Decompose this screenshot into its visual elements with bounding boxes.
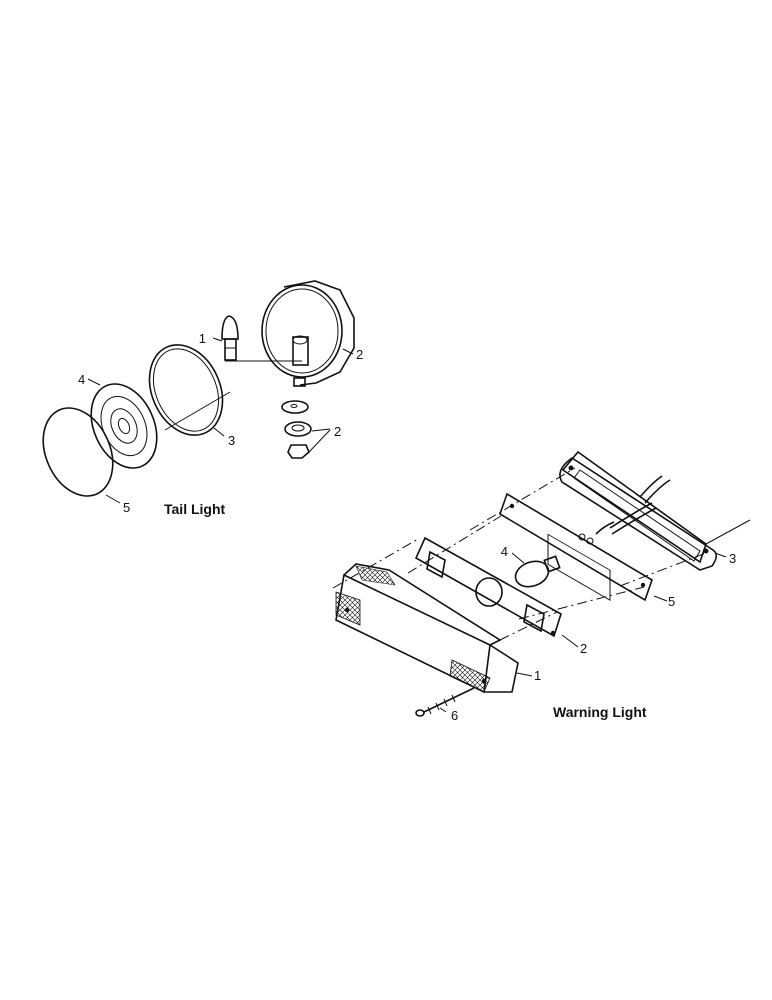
warning-callout-gasket: 2 [580,641,587,656]
warning-light-gasket [414,536,562,638]
tail-callout-housing: 2 [356,347,363,362]
warning-callout-bulb: 4 [501,544,508,559]
warning-light-lens [335,563,519,694]
tail-light-gasket [148,344,224,436]
tail-callout-lens: 4 [78,372,85,387]
warning-light-base [559,450,718,571]
tail-callout-ring: 5 [123,500,130,515]
tail-light-title: Tail Light [164,501,226,517]
warning-light-plate [499,492,653,602]
tail-callout-hardware: 2 [334,424,341,439]
warning-callout-lens: 1 [534,668,541,683]
tail-light-lens [90,383,158,469]
warning-callout-screw: 6 [451,708,458,723]
warning-callout-base: 3 [729,551,736,566]
tail-callout-gasket: 3 [228,433,235,448]
warning-light-title: Warning Light [553,704,647,720]
tail-light-ring [42,407,114,497]
tail-callout-bulb: 1 [199,331,206,346]
tail-light-bulb [221,315,239,361]
warning-light-assembly [332,450,751,717]
warning-light-bulb [514,555,561,588]
warning-callout-plate: 5 [668,594,675,609]
tail-light-assembly [42,280,355,504]
tail-light-mounting-hardware [281,400,312,459]
warning-light-screw [415,687,475,717]
tail-light-housing [261,280,355,387]
